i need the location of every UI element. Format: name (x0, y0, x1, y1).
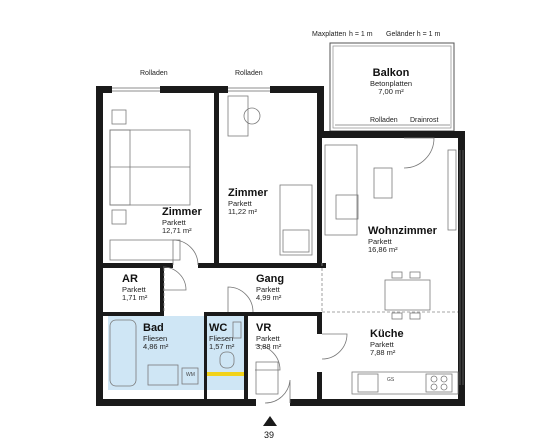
bad-floor (108, 316, 204, 390)
rolladen-label-3: Rolladen (370, 117, 398, 124)
room-wohnzimmer-area: 16,86 m² (368, 245, 398, 255)
balcony-railing (332, 45, 452, 129)
room-vr-area: 3,88 m² (256, 342, 282, 352)
room-bad-area: 4,86 m² (143, 342, 169, 352)
maxplatten-height-label: h = 1 m (349, 31, 373, 38)
wc-threshold (207, 372, 244, 376)
room-kueche-floor: Parkett (370, 339, 394, 349)
room-wohnzimmer-name: Wohnzimmer (368, 225, 437, 237)
room-zimmer-2-area: 11,22 m² (228, 207, 258, 217)
windows (112, 87, 464, 385)
dashed-lines (163, 263, 458, 313)
drainrost-label: Drainrost (410, 117, 439, 124)
washing-machine-label: WM (186, 372, 195, 378)
room-bad-floor: Fliesen (143, 333, 168, 343)
room-wohnzimmer: Wohnzimmer Parkett 16,86 m² (368, 225, 437, 255)
room-zimmer-1-area: 12,71 m² (162, 226, 192, 236)
room-balkon-name: Balkon (372, 67, 410, 79)
rolladen-label-2: Rolladen (235, 70, 263, 77)
room-gang: Gang Parkett 4,99 m² (256, 273, 284, 303)
room-kueche: Küche Parkett 7,88 m² (370, 328, 404, 358)
maxplatten-label: Maxplatten (312, 31, 347, 38)
room-ar-floor: Parkett (122, 284, 146, 294)
room-ar: AR Parkett 1,71 m² (122, 273, 147, 303)
furniture (109, 95, 459, 395)
outer-walls (96, 86, 465, 406)
room-bad: Bad Fliesen 4,86 m² (143, 322, 168, 352)
room-bad-name: Bad (143, 322, 164, 334)
page-number: 39 (264, 430, 275, 440)
room-wc-area: 1,57 m² (209, 342, 235, 352)
room-zimmer-2: Zimmer Parkett 11,22 m² (228, 187, 268, 217)
interior-walls (103, 93, 326, 399)
rolladen-label-1: Rolladen (140, 70, 168, 77)
room-zimmer-2-name: Zimmer (228, 187, 268, 199)
room-vr-floor: Parkett (256, 333, 280, 343)
room-gang-name: Gang (256, 273, 285, 285)
room-zimmer-1: Zimmer Parkett 12,71 m² (162, 206, 202, 236)
room-wc-floor: Fliesen (209, 333, 234, 343)
room-vr: VR Parkett 3,88 m² (256, 322, 281, 352)
room-ar-area: 1,71 m² (122, 293, 148, 303)
room-ar-name: AR (122, 273, 138, 285)
room-kueche-area: 7,88 m² (370, 348, 396, 358)
room-wc: WC Fliesen 1,57 m² (209, 322, 234, 352)
room-balkon-floor: Betonplatten (369, 78, 413, 88)
entrance-arrow-icon (263, 416, 277, 426)
room-wohnzimmer-floor: Parkett (368, 236, 392, 246)
room-wc-name: WC (209, 322, 228, 334)
room-zimmer-2-floor: Parkett (228, 198, 252, 208)
wc-floor (207, 316, 244, 390)
room-zimmer-1-floor: Parkett (162, 217, 186, 227)
room-zimmer-1-name: Zimmer (162, 206, 202, 218)
room-gang-area: 4,99 m² (256, 293, 282, 303)
railing-label: Geländer h = 1 m (386, 31, 441, 38)
room-vr-name: VR (256, 322, 272, 334)
room-balkon-area: 7,00 m² (378, 87, 404, 97)
room-gang-floor: Parkett (256, 284, 280, 294)
room-kueche-name: Küche (370, 328, 404, 340)
dishwasher-label: GS (387, 377, 395, 383)
room-balkon: Balkon Betonplatten 7,00 m² (358, 67, 424, 97)
